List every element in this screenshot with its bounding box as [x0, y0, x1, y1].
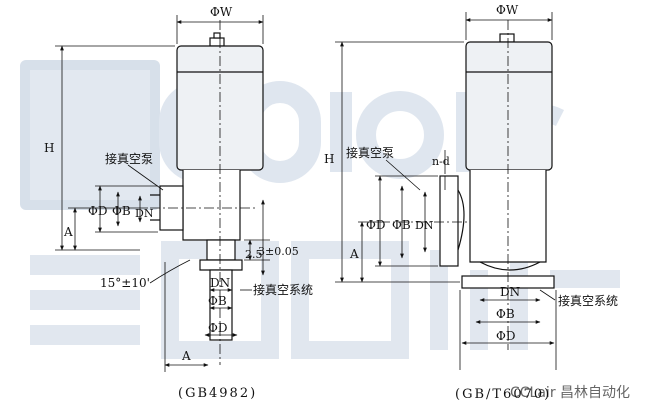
right-dimensions — [335, 12, 557, 370]
left-dim-port-d: ΦD — [88, 204, 107, 218]
right-labels: ΦW H 接真空泵 n-d A ΦD ΦB DN DN ΦB ΦD 接真空系统 … — [324, 3, 618, 402]
left-dim-offset: A — [63, 225, 73, 239]
left-valve — [150, 32, 264, 341]
left-dim-port-dn: DN — [135, 207, 154, 220]
right-dim-holes: n-d — [432, 155, 450, 168]
left-dim-offset-bottom: A — [181, 349, 191, 363]
right-label-pump: 接真空泵 — [346, 145, 394, 160]
left-dim-gap: 2.5 — [245, 248, 263, 261]
right-label-system: 接真空系统 — [558, 293, 618, 308]
left-dim-width: ΦW — [210, 5, 233, 19]
left-dim-port-b: ΦB — [112, 204, 131, 218]
left-caption: (GB4982) — [178, 386, 257, 401]
left-valve-body — [182, 170, 241, 241]
right-dim-offset: A — [349, 247, 359, 261]
right-dim-width: ΦW — [496, 3, 519, 17]
right-actuator-body — [465, 41, 553, 171]
right-dim-bottom-b: ΦB — [496, 307, 515, 321]
right-dim-bottom-d: ΦD — [496, 329, 515, 343]
left-dim-bottom-d: ΦD — [208, 321, 227, 335]
left-labels: ΦW H A ΦD ΦB DN 接真空泵 2.5 3±0.05 15°±10' … — [44, 5, 313, 401]
left-dim-height: H — [44, 141, 54, 155]
left-dim-bottom-b: ΦB — [208, 294, 227, 308]
left-dim-angle: 15°±10' — [100, 276, 150, 290]
right-valve — [439, 33, 555, 289]
right-caption: (GB/T6070) — [455, 387, 551, 402]
right-dim-port-b: ΦB — [392, 218, 411, 232]
left-bottom-tube — [209, 269, 233, 341]
right-dim-height: H — [324, 152, 334, 166]
right-dim-port-d: ΦD — [366, 218, 385, 232]
left-dim-tolerance: 3±0.05 — [258, 245, 299, 258]
watermark-logo — [20, 60, 160, 210]
right-dim-bottom-dn: DN — [500, 285, 520, 299]
left-knob — [209, 37, 225, 47]
right-knob — [499, 33, 515, 43]
left-dim-bottom-dn: DN — [210, 276, 230, 290]
corner-watermark: CCLair 昌林自动化 — [510, 385, 630, 401]
left-dimensions — [55, 15, 270, 372]
right-dim-port-dn: DN — [415, 219, 434, 232]
left-label-system: 接真空系统 — [253, 282, 313, 297]
left-label-pump: 接真空泵 — [105, 151, 153, 166]
right-side-flange — [439, 175, 459, 267]
